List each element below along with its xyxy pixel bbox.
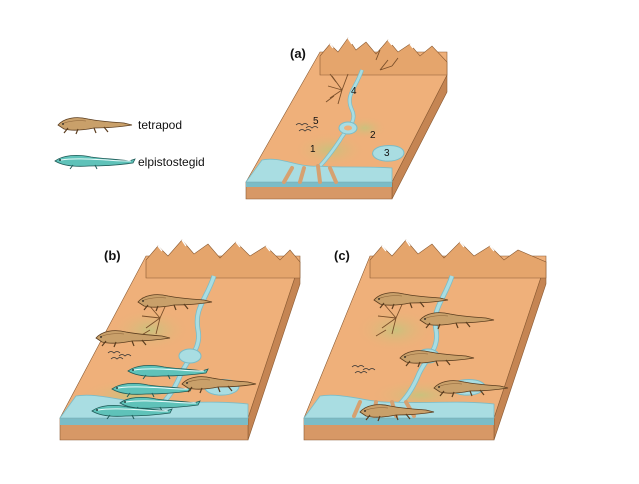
mountain-icon: [319, 37, 448, 76]
zone-label: 4: [351, 86, 357, 97]
elpistostegid-icon: [54, 154, 136, 170]
zone-label: 3: [384, 148, 390, 159]
panel-b: (b): [59, 239, 301, 441]
mountain-icon: [145, 239, 301, 279]
zone-label: 1: [310, 144, 316, 155]
zone-label: 5: [313, 116, 319, 127]
legend-label-tetrapod: tetrapod: [138, 118, 182, 132]
panel-c: (c): [303, 239, 547, 441]
panel-a: (a) 1 2 3 4 5: [245, 37, 448, 200]
mountain-icon: [369, 239, 547, 279]
panel-label-b: (b): [104, 248, 121, 263]
panel-label-a: (a): [290, 46, 306, 61]
tetrapod-icon: [57, 117, 133, 135]
legend-label-elpistostegid: elpistostegid: [138, 155, 205, 169]
zone-label: 2: [370, 130, 376, 141]
panel-label-c: (c): [334, 248, 350, 263]
legend: tetrapod elpistostegid: [54, 117, 205, 170]
